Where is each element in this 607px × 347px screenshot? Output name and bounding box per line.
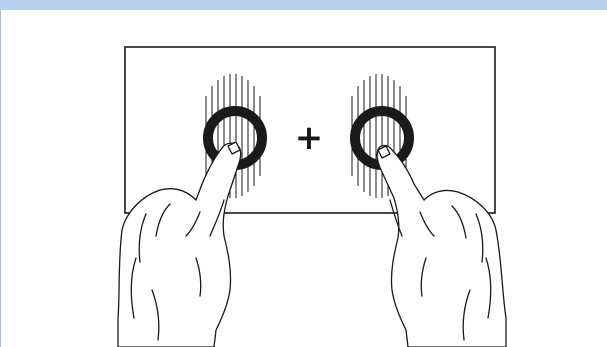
left-hand-icon <box>118 142 241 347</box>
right-hand-icon <box>377 146 506 347</box>
plus-symbol: + <box>295 118 324 158</box>
